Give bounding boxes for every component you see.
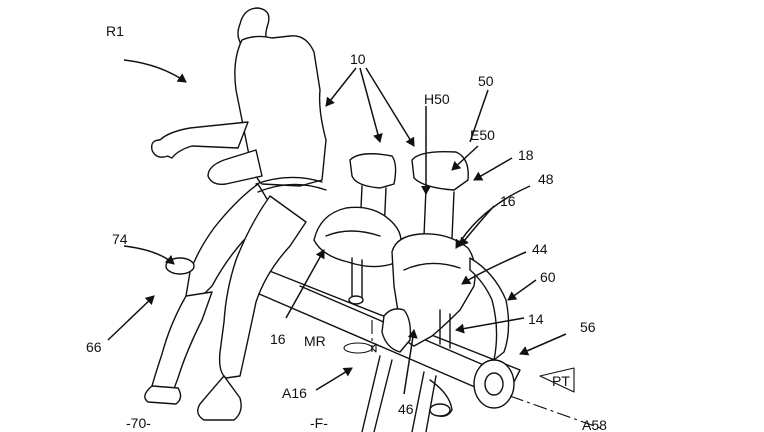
label-16-left: 16 bbox=[270, 331, 286, 347]
passenger-figure bbox=[144, 7, 327, 421]
label-e50: E50 bbox=[470, 127, 495, 143]
label-18: 18 bbox=[518, 147, 534, 163]
label-10: 10 bbox=[350, 51, 366, 67]
side-panel-60 bbox=[469, 257, 510, 361]
label-70: -70- bbox=[126, 415, 151, 431]
beam-end-cap bbox=[473, 359, 515, 409]
label-48: 48 bbox=[538, 171, 554, 187]
leader-lines bbox=[107, 59, 567, 395]
label-a58: A58 bbox=[582, 417, 607, 432]
label-74: 74 bbox=[112, 231, 128, 247]
label-60: 60 bbox=[540, 269, 556, 285]
view-marker-pt bbox=[539, 367, 575, 393]
label-50: 50 bbox=[478, 73, 494, 89]
support-46 bbox=[381, 308, 412, 353]
rotation-arrow-mr bbox=[343, 342, 377, 354]
label-44: 44 bbox=[532, 241, 548, 257]
label-r1: R1 bbox=[106, 23, 124, 39]
seat-unit-right bbox=[381, 150, 510, 361]
label-16-right: 16 bbox=[500, 193, 516, 209]
seat-unit-left bbox=[313, 153, 402, 305]
label-pt: PT bbox=[552, 373, 570, 389]
reference-labels: R1 10 H50 50 E50 18 48 16 74 44 60 66 16… bbox=[86, 23, 607, 432]
headrest-left bbox=[349, 153, 397, 189]
label-14: 14 bbox=[528, 311, 544, 327]
support-legs bbox=[361, 355, 453, 432]
label-56: 56 bbox=[580, 319, 596, 335]
axis-a58 bbox=[509, 395, 601, 429]
label-f: -F- bbox=[310, 415, 328, 431]
label-h50: H50 bbox=[424, 91, 450, 107]
label-46: 46 bbox=[398, 401, 414, 417]
seat-shell-left bbox=[313, 206, 402, 268]
label-66: 66 bbox=[86, 339, 102, 355]
label-mr: MR bbox=[304, 333, 326, 349]
label-a16: A16 bbox=[282, 385, 307, 401]
headrest-right bbox=[411, 150, 469, 191]
